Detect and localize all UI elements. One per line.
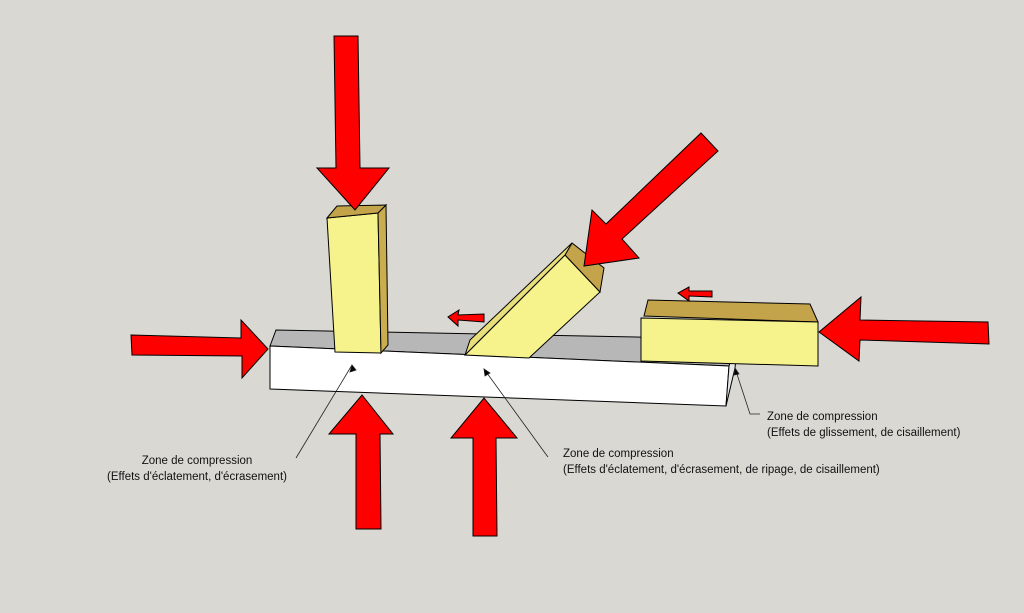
- leader-middle-head: [483, 368, 491, 377]
- annotation-left-title: Zone de compression: [141, 455, 253, 467]
- force-arrow-top-down: [315, 35, 391, 211]
- piece-top-face: [643, 299, 819, 323]
- force-arrow-bottom-left-up: [327, 394, 395, 530]
- leader-lines: [295, 364, 760, 459]
- sliding-arrow-right-piece: [677, 286, 713, 302]
- strut-upper-face: [464, 242, 573, 356]
- annotation-middle-detail: (Effets d'éclatement, d'écrasement, de r…: [563, 464, 880, 476]
- force-arrow-bottom-middle-up: [449, 397, 519, 537]
- sliding-arrow-strut: [447, 308, 485, 328]
- annotation-middle-title: Zone de compression: [563, 448, 674, 460]
- post-front-face: [326, 212, 382, 354]
- annotation-middle: Zone de compression (Effets d'éclatement…: [563, 446, 880, 478]
- force-arrow-left-right: [130, 318, 269, 380]
- vertical-post: [325, 203, 389, 355]
- force-arrow-diagonal: [583, 132, 719, 267]
- leader-middle: [483, 368, 549, 458]
- annotation-left-detail: (Effets d'éclatement, d'écrasement): [107, 471, 287, 483]
- inclined-strut: [463, 242, 605, 359]
- leader-right: [734, 367, 760, 415]
- post-top-face: [325, 204, 388, 219]
- annotation-right: Zone de compression (Effets de glissemen…: [767, 409, 960, 441]
- force-arrow-right-left: [818, 295, 990, 362]
- annotation-left: Zone de compression (Effets d'éclatement…: [100, 453, 294, 485]
- leader-right-head: [733, 366, 740, 376]
- force-arrows: [130, 35, 990, 537]
- piece-front-face: [640, 317, 819, 367]
- horizontal-piece: [640, 299, 819, 367]
- leader-left-head: [349, 364, 357, 373]
- annotation-right-detail: (Effets de glissement, de cisaillement): [767, 427, 961, 439]
- annotation-right-title: Zone de compression: [767, 411, 878, 423]
- leader-left: [295, 364, 353, 459]
